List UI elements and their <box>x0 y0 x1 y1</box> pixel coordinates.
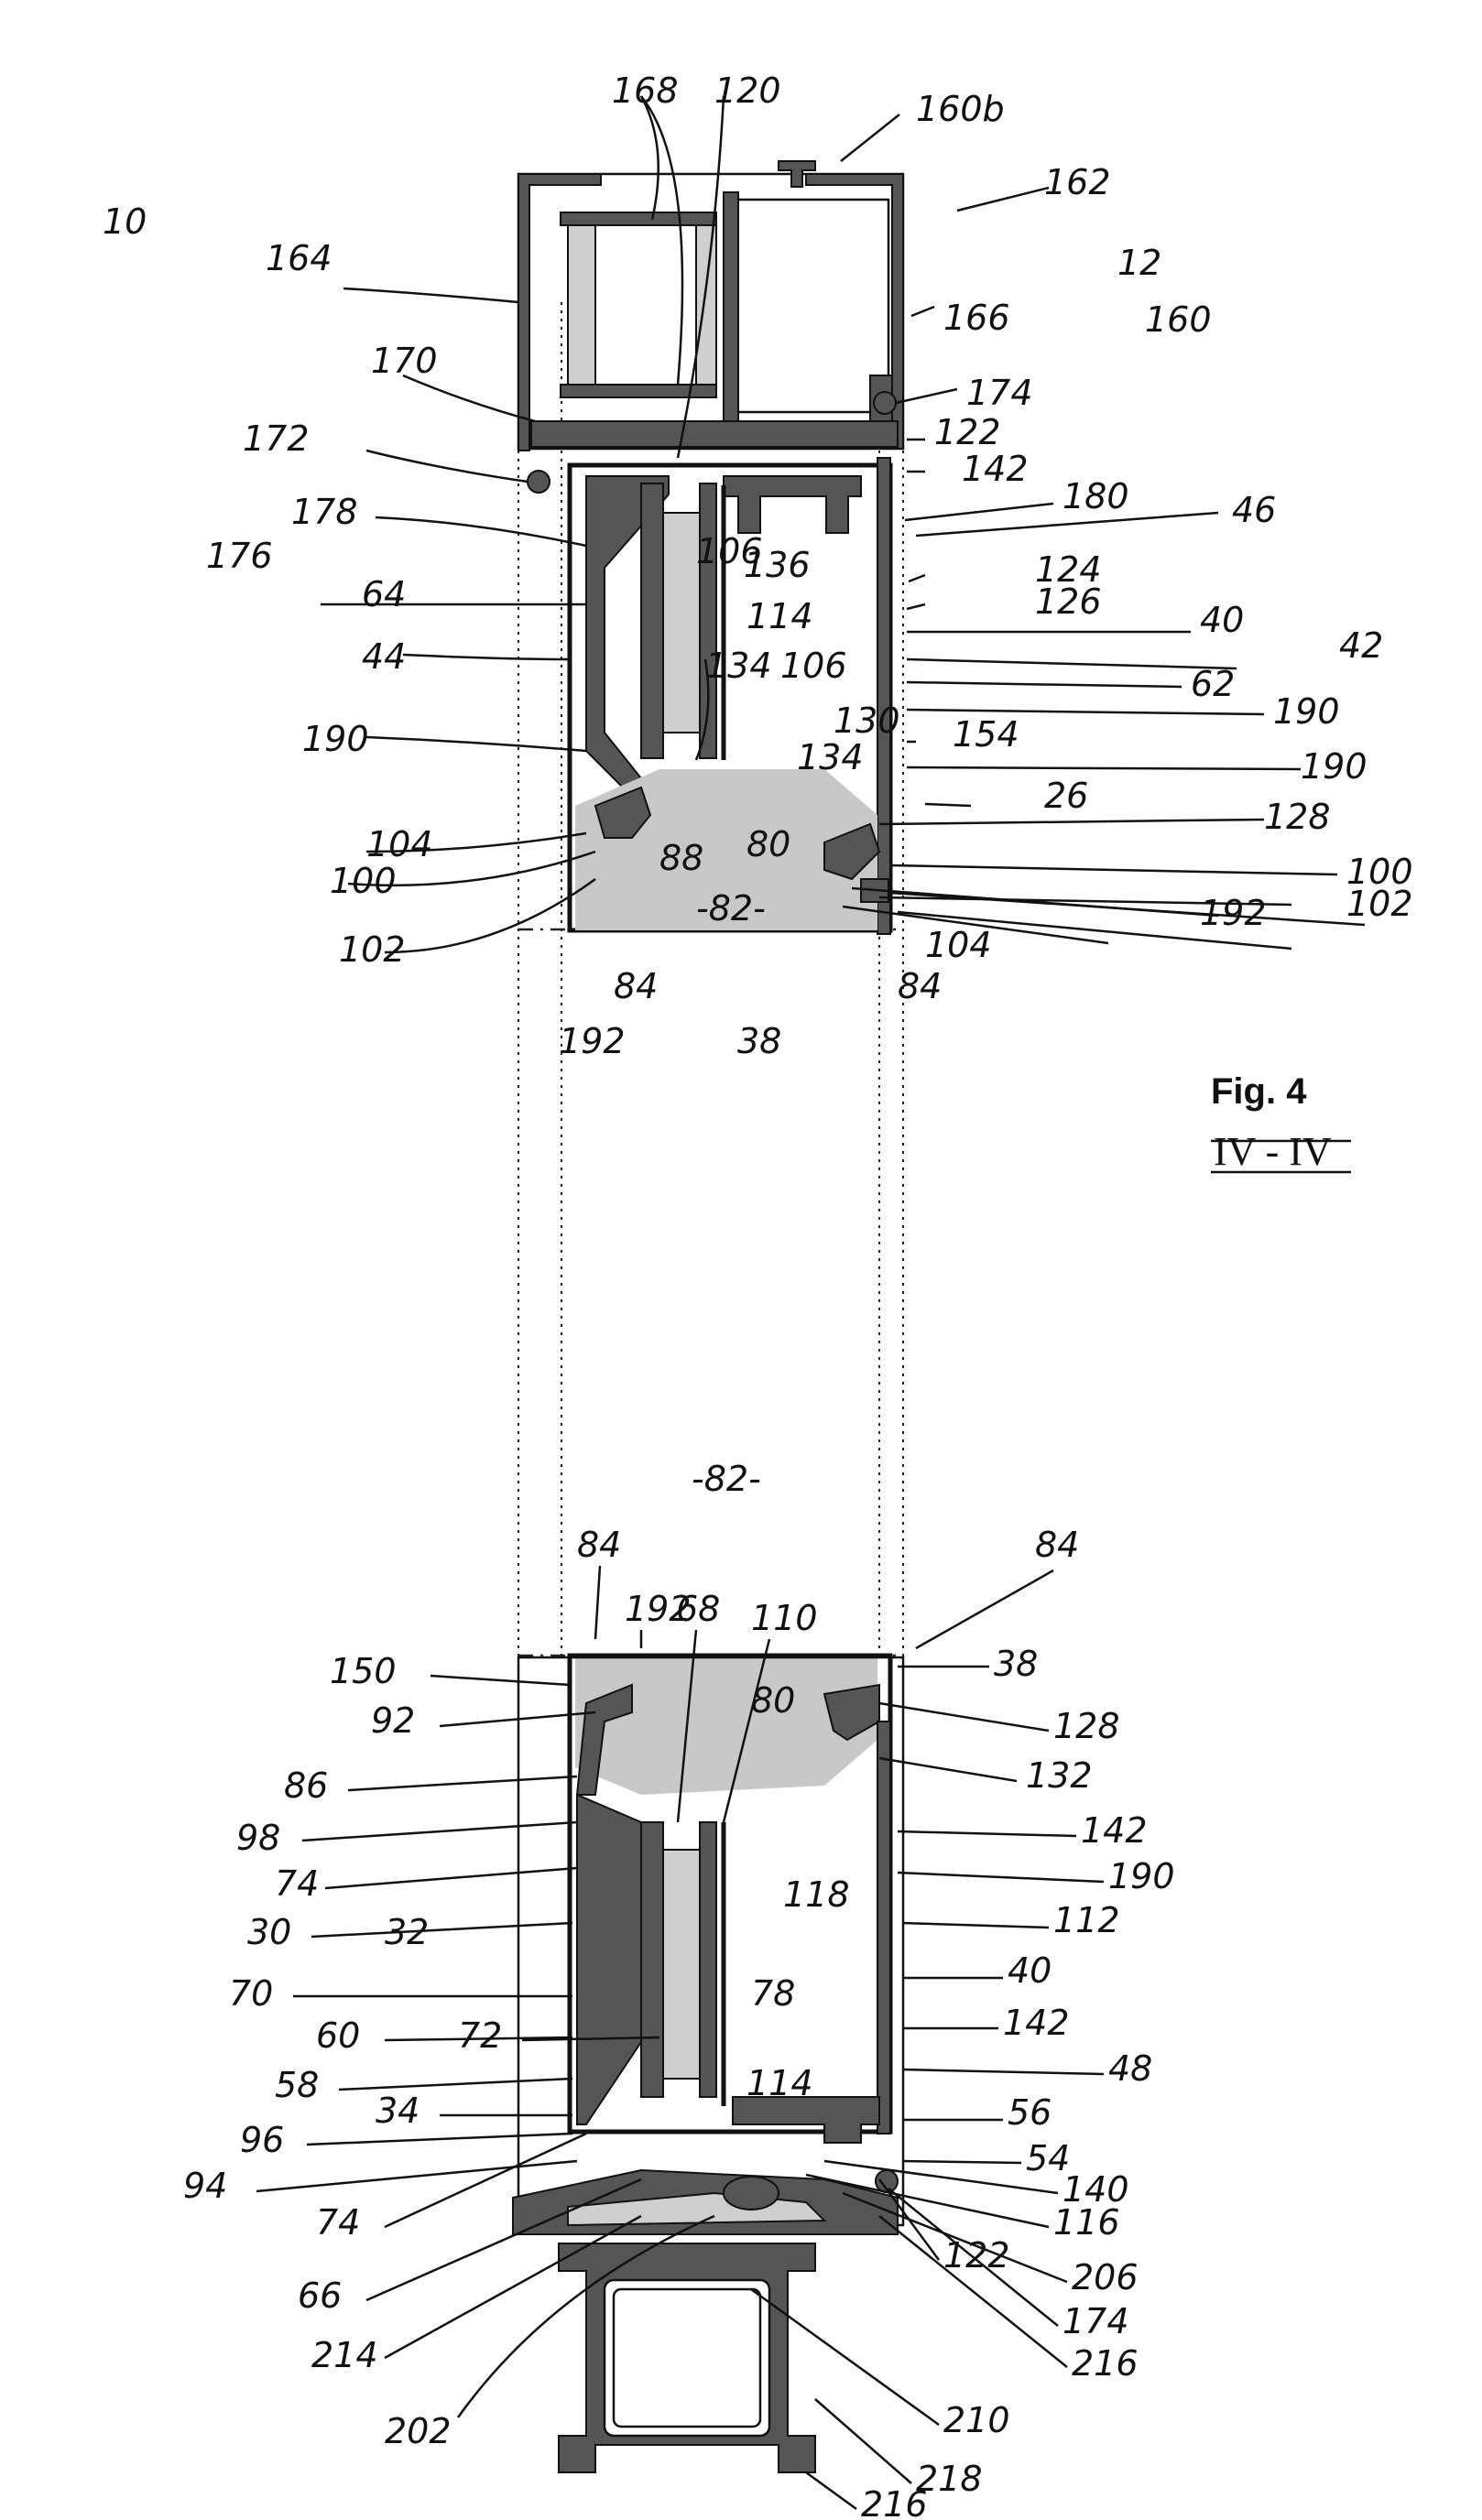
label-40b: 40 <box>1008 1950 1052 1991</box>
label-92: 92 <box>371 1700 415 1741</box>
label-190b: 190 <box>302 719 369 759</box>
upper-sash-profile <box>570 458 890 934</box>
label-74b: 74 <box>316 2202 360 2243</box>
label-106b: 106 <box>780 646 847 686</box>
label-142c: 142 <box>1003 2003 1070 2043</box>
label-120: 120 <box>714 71 781 111</box>
label-192a: 192 <box>1200 893 1267 933</box>
label-118: 118 <box>783 1874 850 1915</box>
label-164: 164 <box>266 238 332 278</box>
label-128a: 128 <box>1264 797 1331 837</box>
label-100a: 100 <box>330 861 397 901</box>
label-128b: 128 <box>1053 1706 1120 1746</box>
label-78: 78 <box>751 1973 795 2014</box>
label-84c: 84 <box>577 1525 621 1565</box>
label-190c: 190 <box>1301 746 1368 787</box>
upper-frame-profile <box>518 161 903 493</box>
label-214: 214 <box>311 2335 378 2375</box>
label-112: 112 <box>1053 1900 1120 1940</box>
label-80a: 80 <box>746 824 790 864</box>
label-66: 66 <box>298 2276 342 2316</box>
label-172: 172 <box>243 418 310 459</box>
label-34: 34 <box>376 2091 420 2131</box>
label-72: 72 <box>458 2015 502 2056</box>
label-162: 162 <box>1044 162 1111 202</box>
label-168: 168 <box>612 71 679 111</box>
label-30: 30 <box>247 1912 291 1952</box>
label-110: 110 <box>751 1598 818 1638</box>
label-94: 94 <box>183 2166 227 2206</box>
label-102b: 102 <box>1346 884 1413 924</box>
label-190d: 190 <box>1108 1856 1175 1896</box>
label-104a: 104 <box>366 824 433 864</box>
label-160b: 160b <box>916 89 1005 129</box>
label-116: 116 <box>1053 2202 1120 2243</box>
label-174b: 174 <box>1062 2301 1129 2341</box>
label-102a: 102 <box>339 929 406 970</box>
label-190a: 190 <box>1273 691 1340 732</box>
label-70: 70 <box>229 1973 273 2014</box>
label-42: 42 <box>1339 625 1383 666</box>
label-192b: 192 <box>559 1021 626 1061</box>
label-206: 206 <box>1072 2257 1139 2297</box>
label-98: 98 <box>236 1818 280 1858</box>
label-26: 26 <box>1044 776 1088 816</box>
label-84b: 84 <box>898 966 942 1006</box>
label-142b: 142 <box>1081 1810 1148 1851</box>
label-74a: 74 <box>275 1863 319 1904</box>
label-178: 178 <box>291 492 358 532</box>
label-132: 132 <box>1026 1755 1093 1796</box>
label-170: 170 <box>371 341 438 381</box>
label-96: 96 <box>240 2120 284 2160</box>
label-210: 210 <box>943 2400 1010 2440</box>
label-126: 126 <box>1035 581 1102 622</box>
label-130: 130 <box>834 701 900 741</box>
figure-caption: Fig. 4 IV - IV <box>1211 1071 1351 1174</box>
label-142a: 142 <box>962 449 1029 489</box>
label-122a: 122 <box>934 412 1001 452</box>
label-160: 160 <box>1145 299 1212 340</box>
label-60: 60 <box>316 2015 360 2056</box>
label-38a: 38 <box>737 1021 781 1061</box>
label-104b: 104 <box>925 925 992 965</box>
label-68: 68 <box>676 1589 720 1629</box>
label-62: 62 <box>1191 664 1235 704</box>
label-38b: 38 <box>994 1644 1038 1684</box>
label-154: 154 <box>953 714 1019 755</box>
label-114b: 114 <box>746 2063 813 2103</box>
label-176: 176 <box>206 536 273 576</box>
sill-profile <box>513 2170 898 2234</box>
label-166: 166 <box>943 298 1010 338</box>
label-216a: 216 <box>1072 2343 1139 2384</box>
label-174a: 174 <box>966 373 1033 413</box>
label-216b: 216 <box>861 2484 928 2520</box>
label-150: 150 <box>330 1651 397 1691</box>
label-48: 48 <box>1108 2048 1152 2089</box>
label-82b: -82- <box>692 1459 761 1499</box>
label-40a: 40 <box>1200 600 1244 640</box>
label-44: 44 <box>362 636 406 677</box>
label-82a: -82- <box>696 888 766 929</box>
lower-sash-profile <box>518 1656 903 2225</box>
tube-profile <box>559 2243 815 2472</box>
label-134b: 134 <box>797 737 864 777</box>
section-label: IV - IV <box>1214 1129 1332 1174</box>
label-86: 86 <box>284 1765 328 1806</box>
label-84d: 84 <box>1035 1525 1079 1565</box>
label-180: 180 <box>1062 476 1129 516</box>
label-10: 10 <box>103 201 147 242</box>
label-64: 64 <box>362 574 406 614</box>
figure-title: Fig. 4 <box>1211 1071 1307 1112</box>
label-114a: 114 <box>746 596 813 636</box>
label-88: 88 <box>659 838 703 878</box>
label-46: 46 <box>1232 490 1276 530</box>
label-56: 56 <box>1008 2092 1052 2133</box>
label-58: 58 <box>275 2065 319 2105</box>
label-12: 12 <box>1117 243 1161 283</box>
label-136: 136 <box>744 545 811 585</box>
label-202: 202 <box>385 2411 452 2451</box>
label-134a: 134 <box>705 646 772 686</box>
label-84a: 84 <box>614 966 658 1006</box>
